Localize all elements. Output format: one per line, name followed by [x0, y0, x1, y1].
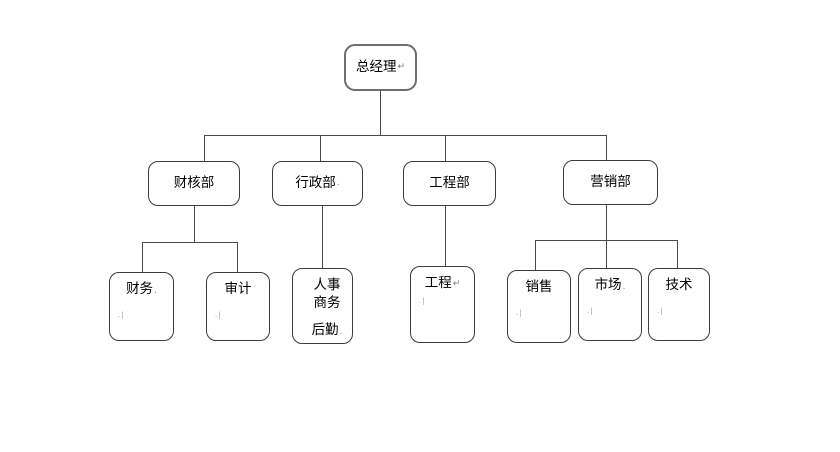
node-hr-business-logistics[interactable]: 人事 商务 后勤.: [292, 268, 353, 344]
node-marketing-dept-label: 营销部: [590, 174, 631, 191]
node-finance[interactable]: 财务. .|: [109, 272, 174, 341]
edge-drop-technology: [677, 240, 678, 268]
node-market[interactable]: 市场. .|: [578, 268, 642, 341]
edge-admin-to-hr: [322, 205, 323, 268]
paragraph-mark: .|: [118, 311, 125, 320]
edge-drop-marketing-dept: [606, 135, 607, 162]
edge-drop-engineering-dept: [445, 135, 446, 162]
node-admin-dept[interactable]: 行政部.: [272, 161, 363, 206]
node-engineering-dept[interactable]: 工程部: [403, 161, 496, 206]
edge-ceo-riser: [380, 91, 381, 135]
edge-engineering-dept-to-engineering: [445, 205, 446, 266]
node-audit-label: 审计: [224, 281, 252, 297]
node-engineering-label: 工程: [424, 275, 452, 291]
format-mark: .: [622, 282, 626, 292]
paragraph-mark: .|: [587, 307, 594, 316]
node-admin-dept-label: 行政部: [295, 175, 336, 192]
node-market-label: 市场: [594, 277, 622, 293]
node-sales-label: 销售: [525, 279, 553, 295]
format-mark: .: [336, 178, 340, 189]
format-mark: .: [339, 327, 343, 338]
paragraph-mark: .|: [215, 311, 222, 320]
paragraph-mark: .|: [516, 309, 523, 318]
paragraph-mark: .|: [419, 297, 426, 306]
edge-finance-audit-riser: [194, 205, 195, 242]
node-technology[interactable]: 技术 .|: [648, 268, 710, 341]
node-technology-label: 技术: [665, 277, 693, 293]
node-engineering[interactable]: 工程↵ .|: [410, 266, 475, 343]
node-finance-audit-dept-label: 财核部: [173, 175, 215, 192]
node-sales[interactable]: 销售 .|: [507, 270, 571, 343]
node-hr-line2: 商务: [313, 295, 341, 312]
edge-level1-hline: [204, 135, 607, 136]
edge-drop-audit: [237, 242, 238, 272]
node-marketing-dept[interactable]: 营销部: [563, 160, 658, 205]
node-audit[interactable]: 审计 .|: [206, 272, 270, 341]
node-finance-audit-dept[interactable]: 财核部: [148, 161, 240, 206]
edge-drop-sales: [535, 240, 536, 270]
edge-drop-market: [606, 240, 607, 268]
edge-drop-finance-audit-dept: [204, 135, 205, 162]
node-ceo[interactable]: 总经理↵: [344, 44, 417, 91]
node-hr-line1: 人事: [313, 277, 341, 293]
node-finance-label: 财务: [126, 281, 154, 297]
edge-marketing-riser: [606, 205, 607, 240]
return-mark-icon: ↵: [397, 62, 406, 73]
edge-drop-finance: [142, 242, 143, 272]
return-mark-icon: ↵: [452, 279, 461, 289]
paragraph-mark: .|: [657, 307, 664, 316]
node-engineering-dept-label: 工程部: [429, 175, 470, 192]
edge-finance-audit-hline: [142, 242, 238, 243]
node-ceo-label: 总经理: [355, 59, 397, 76]
format-mark: .: [154, 286, 157, 296]
node-hr-line3: 后勤.: [311, 322, 343, 339]
edge-drop-admin-dept: [320, 135, 321, 162]
